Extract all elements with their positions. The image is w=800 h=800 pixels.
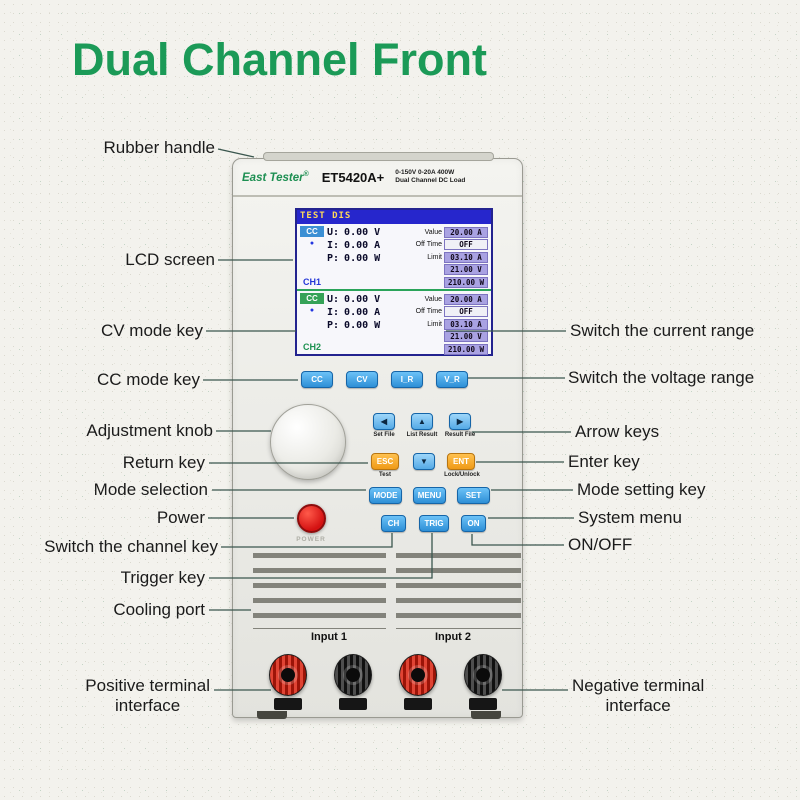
callout-mode-selection: Mode selection	[93, 480, 208, 499]
callout-positive-terminal: Positive terminal interface	[85, 676, 210, 716]
line-rubber-handle	[217, 148, 255, 158]
device-foot-right	[471, 711, 501, 719]
arrow-right-key: ▶	[449, 413, 471, 430]
set-file-caption: Set File	[373, 432, 395, 438]
positive-terminal-1	[269, 654, 307, 696]
arrow-down-key: ▼	[413, 453, 435, 470]
ch1-mode-badge: CC	[300, 226, 324, 237]
ch2-indicator-dot: ●	[309, 307, 315, 314]
result-file-caption: Result File	[444, 432, 476, 438]
negative-terminal-1	[334, 654, 372, 696]
model-number: ET5420A+	[321, 169, 385, 185]
positive-terminal-2	[399, 654, 437, 696]
callout-negative-terminal: Negative terminal interface	[572, 676, 704, 716]
input2-label: Input 2	[434, 631, 472, 643]
ch1-indicator-dot: ●	[309, 240, 315, 247]
device-foot-left	[257, 711, 287, 719]
input1-label: Input 1	[310, 631, 348, 643]
callout-voltage-range: Switch the voltage range	[568, 368, 755, 387]
ch1-label: CH1	[302, 277, 321, 287]
cooling-vent-left	[253, 553, 386, 629]
callout-system-menu: System menu	[578, 508, 682, 527]
list-result-caption: List Result	[406, 432, 438, 438]
trig-key: TRIG	[419, 515, 449, 532]
callout-switch-channel-key: Switch the channel key	[44, 537, 218, 556]
callout-power: Power	[156, 508, 205, 527]
lcd-channel-2: CC ● CH2 U:0.00 V I:0.00 A P:0.00 W Valu…	[297, 289, 491, 355]
vr-key: V_R	[436, 371, 468, 388]
ch2-mode-badge: CC	[300, 293, 324, 304]
negative-terminal-2	[464, 654, 502, 696]
terminal-base-2	[339, 698, 367, 710]
callout-current-range: Switch the current range	[570, 321, 755, 340]
ir-key: I_R	[391, 371, 423, 388]
power-caption: POWER	[296, 536, 326, 543]
brand-logo: East Tester®	[242, 170, 309, 184]
callout-mode-setting-key: Mode setting key	[577, 480, 706, 499]
menu-key: MENU	[413, 487, 446, 504]
callout-trigger-key: Trigger key	[120, 568, 205, 587]
cooling-vent-right	[396, 553, 521, 629]
callout-negative-terminal-line2: interface	[605, 696, 671, 715]
page-title: Dual Channel Front	[72, 34, 487, 85]
esc-key: ESC	[371, 453, 399, 470]
cv-key: CV	[346, 371, 378, 388]
ch1-readings: U:0.00 V I:0.00 A P:0.00 W	[327, 227, 381, 264]
callout-cc-mode-key: CC mode key	[97, 370, 200, 389]
on-key: ON	[461, 515, 486, 532]
callout-negative-terminal-line1: Negative terminal	[572, 676, 705, 695]
rubber-handle	[263, 152, 494, 161]
lock-unlock-caption: Lock/Unlock	[444, 472, 480, 478]
ch-key: CH	[381, 515, 406, 532]
callout-cv-mode-key: CV mode key	[100, 321, 203, 340]
callout-positive-terminal-line1: Positive terminal	[85, 676, 210, 695]
test-caption: Test	[379, 472, 391, 478]
callout-adjustment-knob: Adjustment knob	[86, 421, 213, 440]
callout-positive-terminal-line2: interface	[115, 696, 181, 715]
ent-key: ENT	[447, 453, 475, 470]
cc-key: CC	[301, 371, 333, 388]
ch2-readings: U:0.00 V I:0.00 A P:0.00 W	[327, 294, 381, 331]
callout-arrow-keys: Arrow keys	[575, 422, 660, 441]
terminal-base-1	[274, 698, 302, 710]
ch2-label: CH2	[302, 342, 321, 352]
lcd-title-bar: TEST DIS	[297, 210, 491, 224]
callout-cooling-port: Cooling port	[113, 600, 205, 619]
callout-enter-key: Enter key	[568, 452, 640, 471]
adjustment-knob	[270, 404, 346, 480]
callout-return-key: Return key	[122, 453, 205, 472]
callout-on-off: ON/OFF	[568, 535, 633, 554]
terminal-base-3	[404, 698, 432, 710]
power-button	[297, 504, 326, 533]
callout-lcd-screen: LCD screen	[125, 250, 215, 269]
arrow-left-key: ◀	[373, 413, 395, 430]
arrow-up-key: ▲	[411, 413, 433, 430]
terminal-base-4	[469, 698, 497, 710]
mode-key: MODE	[369, 487, 402, 504]
lcd-channel-1: CC ● CH1 U:0.00 V I:0.00 A P:0.00 W Valu…	[297, 224, 491, 289]
callout-rubber-handle: Rubber handle	[103, 138, 215, 157]
lcd-screen: TEST DIS CC ● CH1 U:0.00 V I:0.00 A P:0.…	[295, 208, 493, 356]
set-key: SET	[457, 487, 490, 504]
